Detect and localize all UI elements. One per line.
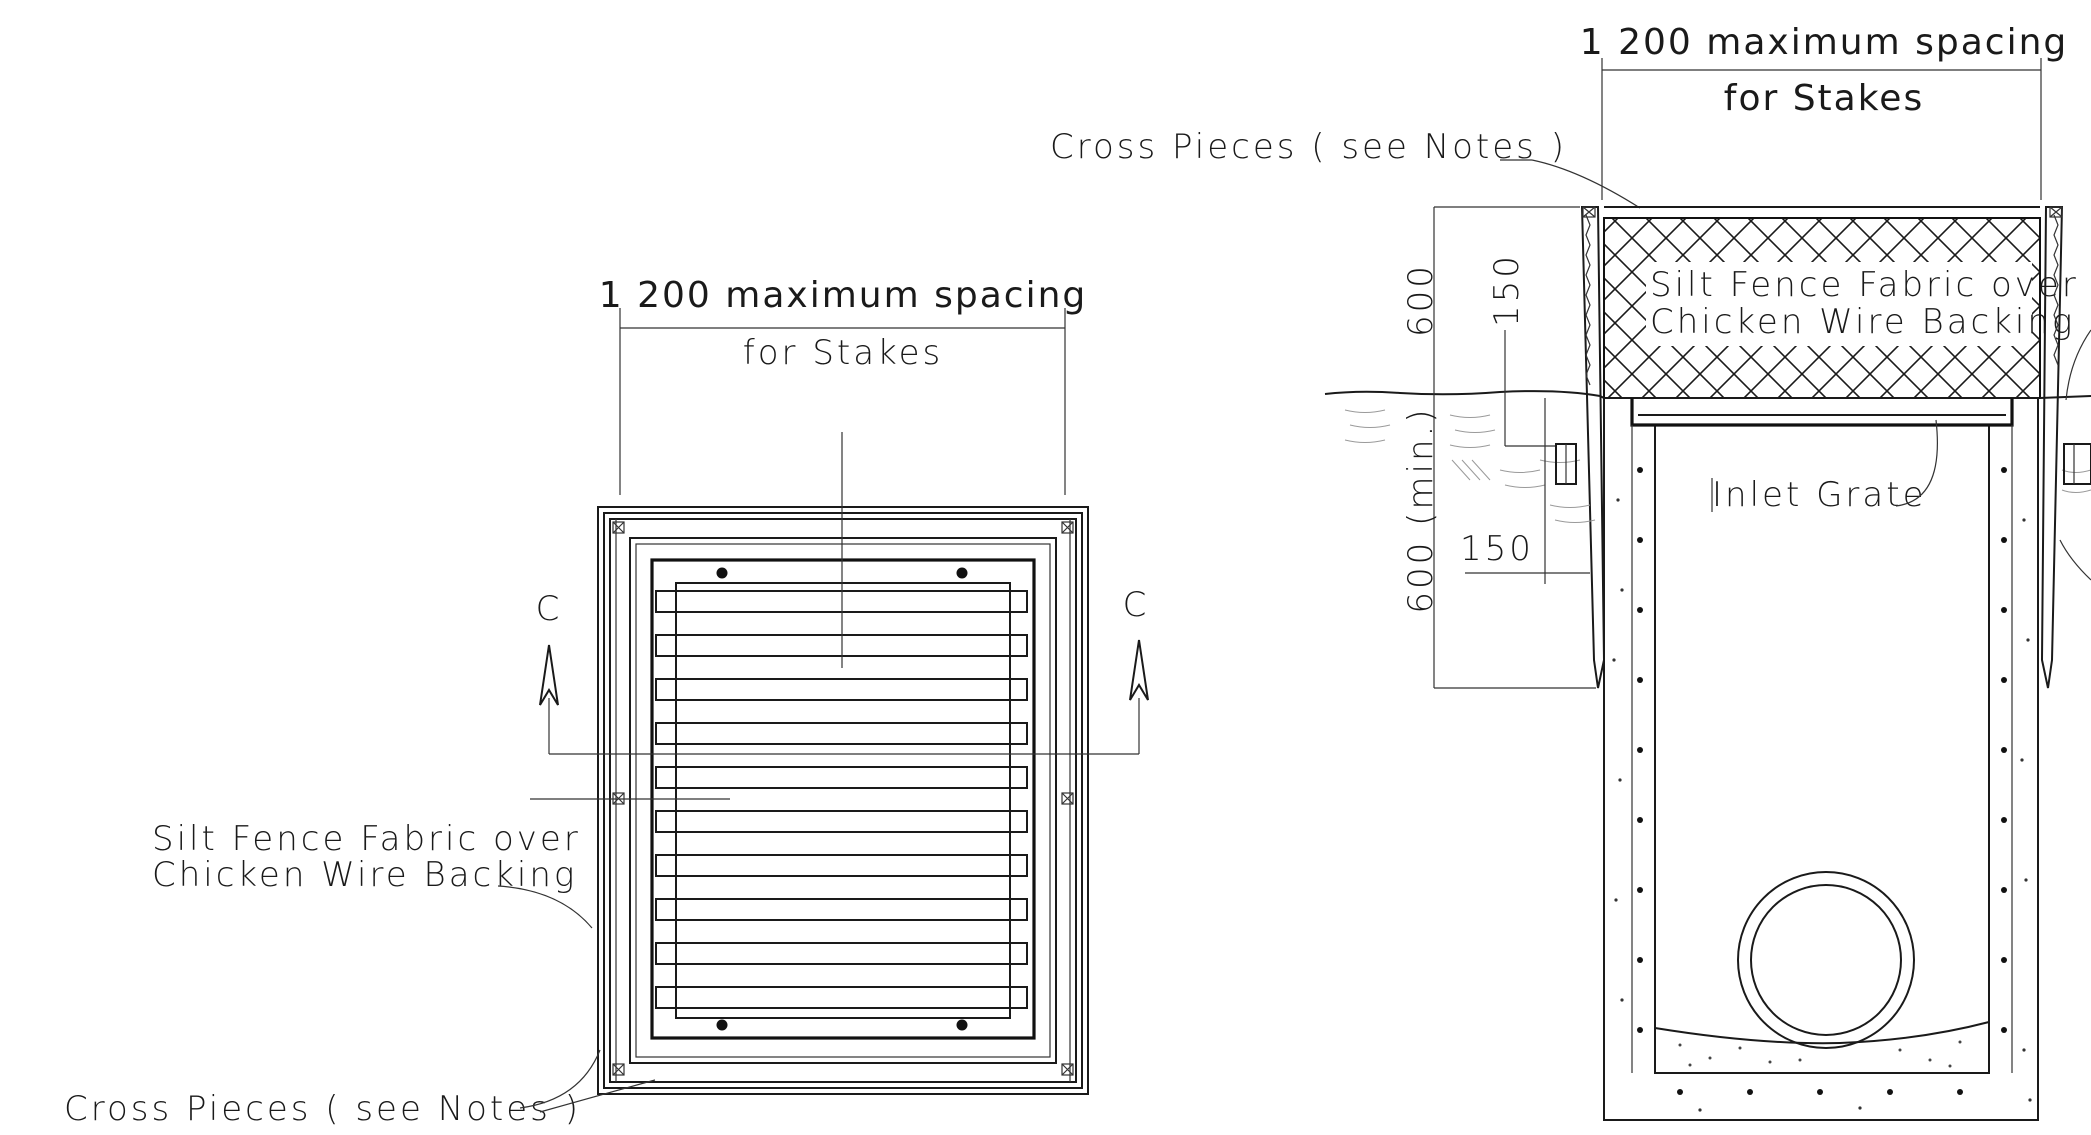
dim-trench: 150 <box>1460 529 1534 569</box>
plan-cross-pieces-label: Cross Pieces ( see Notes ) <box>64 1089 581 1129</box>
section-spacing-label: 1 200 maximum spacing <box>1580 22 2068 63</box>
sediment-dots <box>1678 1040 1962 1068</box>
section-fabric-label-line2: Chicken Wire Backing <box>1650 302 2075 342</box>
plan-fabric-label-line2: Chicken Wire Backing <box>152 855 577 895</box>
section-fabric-label-line1: Silt Fence Fabric over <box>1650 265 2079 305</box>
section-cross-pieces-callout: Cross Pieces ( see Notes ) <box>1050 127 1641 209</box>
section-marker-right: C <box>1123 585 1150 625</box>
section-stakes-label: for Stakes <box>1724 78 1924 119</box>
chamber-rebar <box>1637 467 2007 1095</box>
inlet-grate-callout: Inlet Grate <box>1711 419 1938 515</box>
dim-fence-height: 600 <box>1401 263 1441 337</box>
inlet-grate-label: Inlet Grate <box>1712 475 1927 515</box>
plan-spacing-label: 1 200 maximum spacing <box>599 275 1087 316</box>
section-stakes <box>1580 206 2064 689</box>
section-vertical-dimensions: 600 150 600 (min.) 150 <box>1401 206 1596 689</box>
dim-top-offset: 150 <box>1487 253 1527 327</box>
section-view: 1 200 maximum spacing for Stakes Cross P… <box>1050 22 2091 1121</box>
section-cross-pieces-label: Cross Pieces ( see Notes ) <box>1050 127 1567 167</box>
plan-fabric-callout: Silt Fence Fabric over Chicken Wire Back… <box>152 819 593 929</box>
concrete-speckle <box>1612 498 2032 1112</box>
plan-spacing-dimension: 1 200 maximum spacing for Stakes <box>599 275 1087 495</box>
section-spacing-dimension: 1 200 maximum spacing for Stakes <box>1580 22 2068 200</box>
plan-view: 1 200 maximum spacing for Stakes <box>64 275 1149 1129</box>
section-marker-left: C <box>536 589 563 629</box>
dim-embed-depth: 600 (min.) <box>1401 406 1441 613</box>
plan-cross-pieces-callout: Cross Pieces ( see Notes ) <box>64 1049 656 1129</box>
plan-stakes-label: for Stakes <box>743 333 943 373</box>
plan-section-cut: C C <box>536 585 1150 755</box>
plan-fabric-label-line1: Silt Fence Fabric over <box>152 819 581 859</box>
